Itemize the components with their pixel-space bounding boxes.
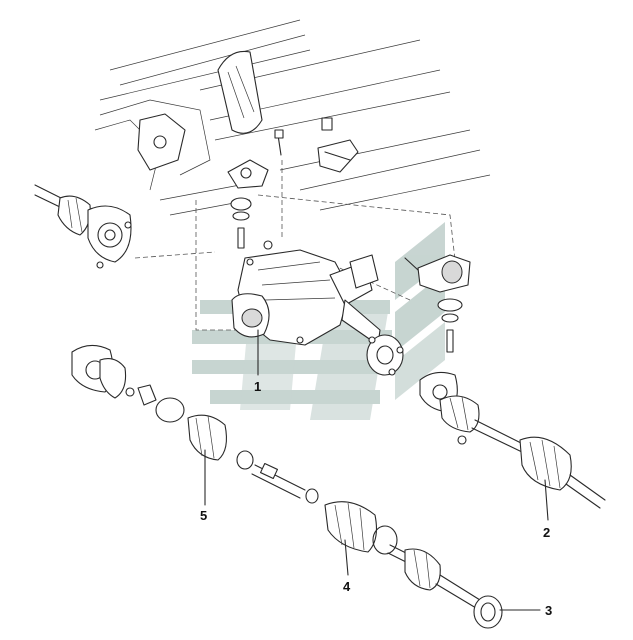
leader-line-4 — [344, 539, 349, 576]
leader-line-2 — [544, 479, 549, 521]
middle-driveshaft-assembly — [305, 488, 481, 609]
callout-2: 2 — [543, 525, 550, 540]
front-differential — [231, 240, 404, 376]
differential-mount-upper — [227, 129, 284, 249]
left-drive-flange-assembly — [34, 184, 132, 269]
left-driveshaft-inner-assembly — [71, 344, 306, 499]
callout-3: 3 — [545, 603, 552, 618]
vehicle-frame — [94, 19, 491, 216]
bearing-ring — [473, 595, 503, 629]
leader-lines — [204, 329, 549, 611]
callout-1: 1 — [254, 379, 261, 394]
differential-mount-right — [404, 254, 471, 353]
callout-4: 4 — [343, 579, 351, 594]
right-driveshaft-assembly — [419, 371, 606, 509]
callout-5: 5 — [200, 508, 207, 523]
